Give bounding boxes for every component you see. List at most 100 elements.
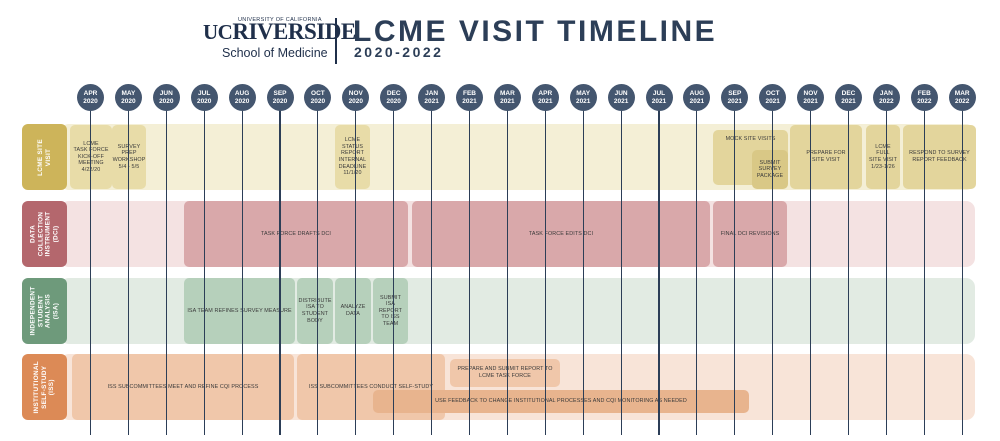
year-label: 2021 [689,97,705,105]
year-label: 2021 [841,97,856,105]
month-label: AUG [234,90,250,97]
year-label: 2020 [83,97,98,105]
month-gridline [772,100,774,435]
year-label: 2021 [651,97,667,105]
year-label: 2021 [727,97,743,105]
month-label: MAR [954,90,970,97]
year-label: 2020 [348,97,364,105]
row-label-iss: INSTITUTIONAL SELF-STUDY (ISS) [33,360,56,414]
logo-riverside-text: RIVERSIDE [232,19,356,44]
year-label: 2021 [803,97,818,105]
month-gridline [127,100,129,435]
month-gridline [544,100,546,435]
month-label: DEC [386,90,401,97]
month-label: FEB [917,90,931,97]
row-tab-lcme: LCME SITE VISIT [22,124,67,190]
task-status-report: LCME STATUS REPORT INTERNAL DEADLINE 11/… [335,125,370,189]
month-gridline [241,100,243,435]
month-label: MAR [499,90,515,97]
row-label-dci: DATA COLLECTION INSTRUMENT (DCI) [29,211,60,257]
year-label: 2021 [462,97,477,105]
year-label: 2020 [272,97,288,105]
month-gridline [203,100,205,435]
task-respond-survey: RESPOND TO SURVEY REPORT FEEDBACK [903,125,976,189]
month-gridline [393,100,395,435]
task-full-site-visit: LCME FULL SITE VISIT 1/23-1/26 [866,125,900,189]
month-label: JUL [198,90,211,97]
row-label-lcme: LCME SITE VISIT [36,138,52,176]
year-label: 2021 [765,97,780,105]
month-gridline [847,100,850,435]
month-gridline [923,100,925,435]
page-subtitle: 2020-2022 [354,44,444,60]
task-prepare-report: PREPARE AND SUBMIT REPORT TO LCME TASK F… [450,359,560,387]
month-gridline [696,100,698,435]
task-final-dci: FINAL DCI REVISIONS [713,201,787,267]
year-label: 2021 [500,97,515,105]
school-name: School of Medicine [222,46,328,60]
month-gridline [279,100,281,435]
month-gridline [506,100,508,435]
year-label: 2020 [386,97,401,105]
year-label: 2020 [121,97,136,105]
logo-uc-text: UC [203,20,233,44]
year-label: 2021 [575,97,591,105]
month-label: OCT [311,90,325,97]
task-submit-isa: SUBMIT ISA REPORT TO ISS TEAM [373,278,408,344]
year-label: 2021 [538,97,553,105]
month-label: APR [538,90,553,97]
month-label: DEC [841,90,856,97]
month-gridline [582,100,584,435]
month-label: FEB [463,90,476,97]
month-label: SEP [273,90,287,97]
year-label: 2020 [310,97,326,105]
task-use-feedback: USE FEEDBACK TO CHANGE INSTITUTIONAL PRO… [373,390,749,413]
month-label: JUN [159,90,173,97]
task-isa-refines: ISA TEAM REFINES SURVEY MEASURE [184,278,295,344]
month-label: JUL [652,90,666,97]
year-label: 2021 [613,97,629,105]
month-label: JAN [425,90,439,97]
page-title: LCME VISIT TIMELINE [353,15,718,48]
month-gridline [468,100,471,435]
month-gridline [961,100,963,435]
year-label: 2022 [954,97,970,105]
month-label: APR [83,90,98,97]
month-gridline [658,100,660,435]
year-label: 2022 [917,97,932,105]
month-gridline [317,100,319,435]
row-tab-dci: DATA COLLECTION INSTRUMENT (DCI) [22,201,67,267]
task-iss-cqi: ISS SUBCOMMITTEES MEET AND REFINE CQI PR… [72,354,294,420]
year-label: 2020 [234,97,250,105]
month-gridline [431,100,433,435]
task-analyze-data: ANALYZE DATA [335,278,371,344]
row-tab-isa: INDEPENDENT STUDENT ANALYSIS (ISA) [22,278,67,344]
year-label: 2022 [879,97,894,105]
month-label: OCT [765,90,780,97]
task-prepare-site-visit: PREPARE FOR SITE VISIT [790,125,862,189]
row-tab-iss: INSTITUTIONAL SELF-STUDY (ISS) [22,354,67,420]
year-label: 2020 [159,97,174,105]
task-edits-dci: TASK FORCE EDITS DCI [412,201,710,267]
task-drafts-dci: TASK FORCE DRAFTS DCI [184,201,408,267]
month-label: NOV [348,90,363,97]
month-gridline [734,100,736,435]
